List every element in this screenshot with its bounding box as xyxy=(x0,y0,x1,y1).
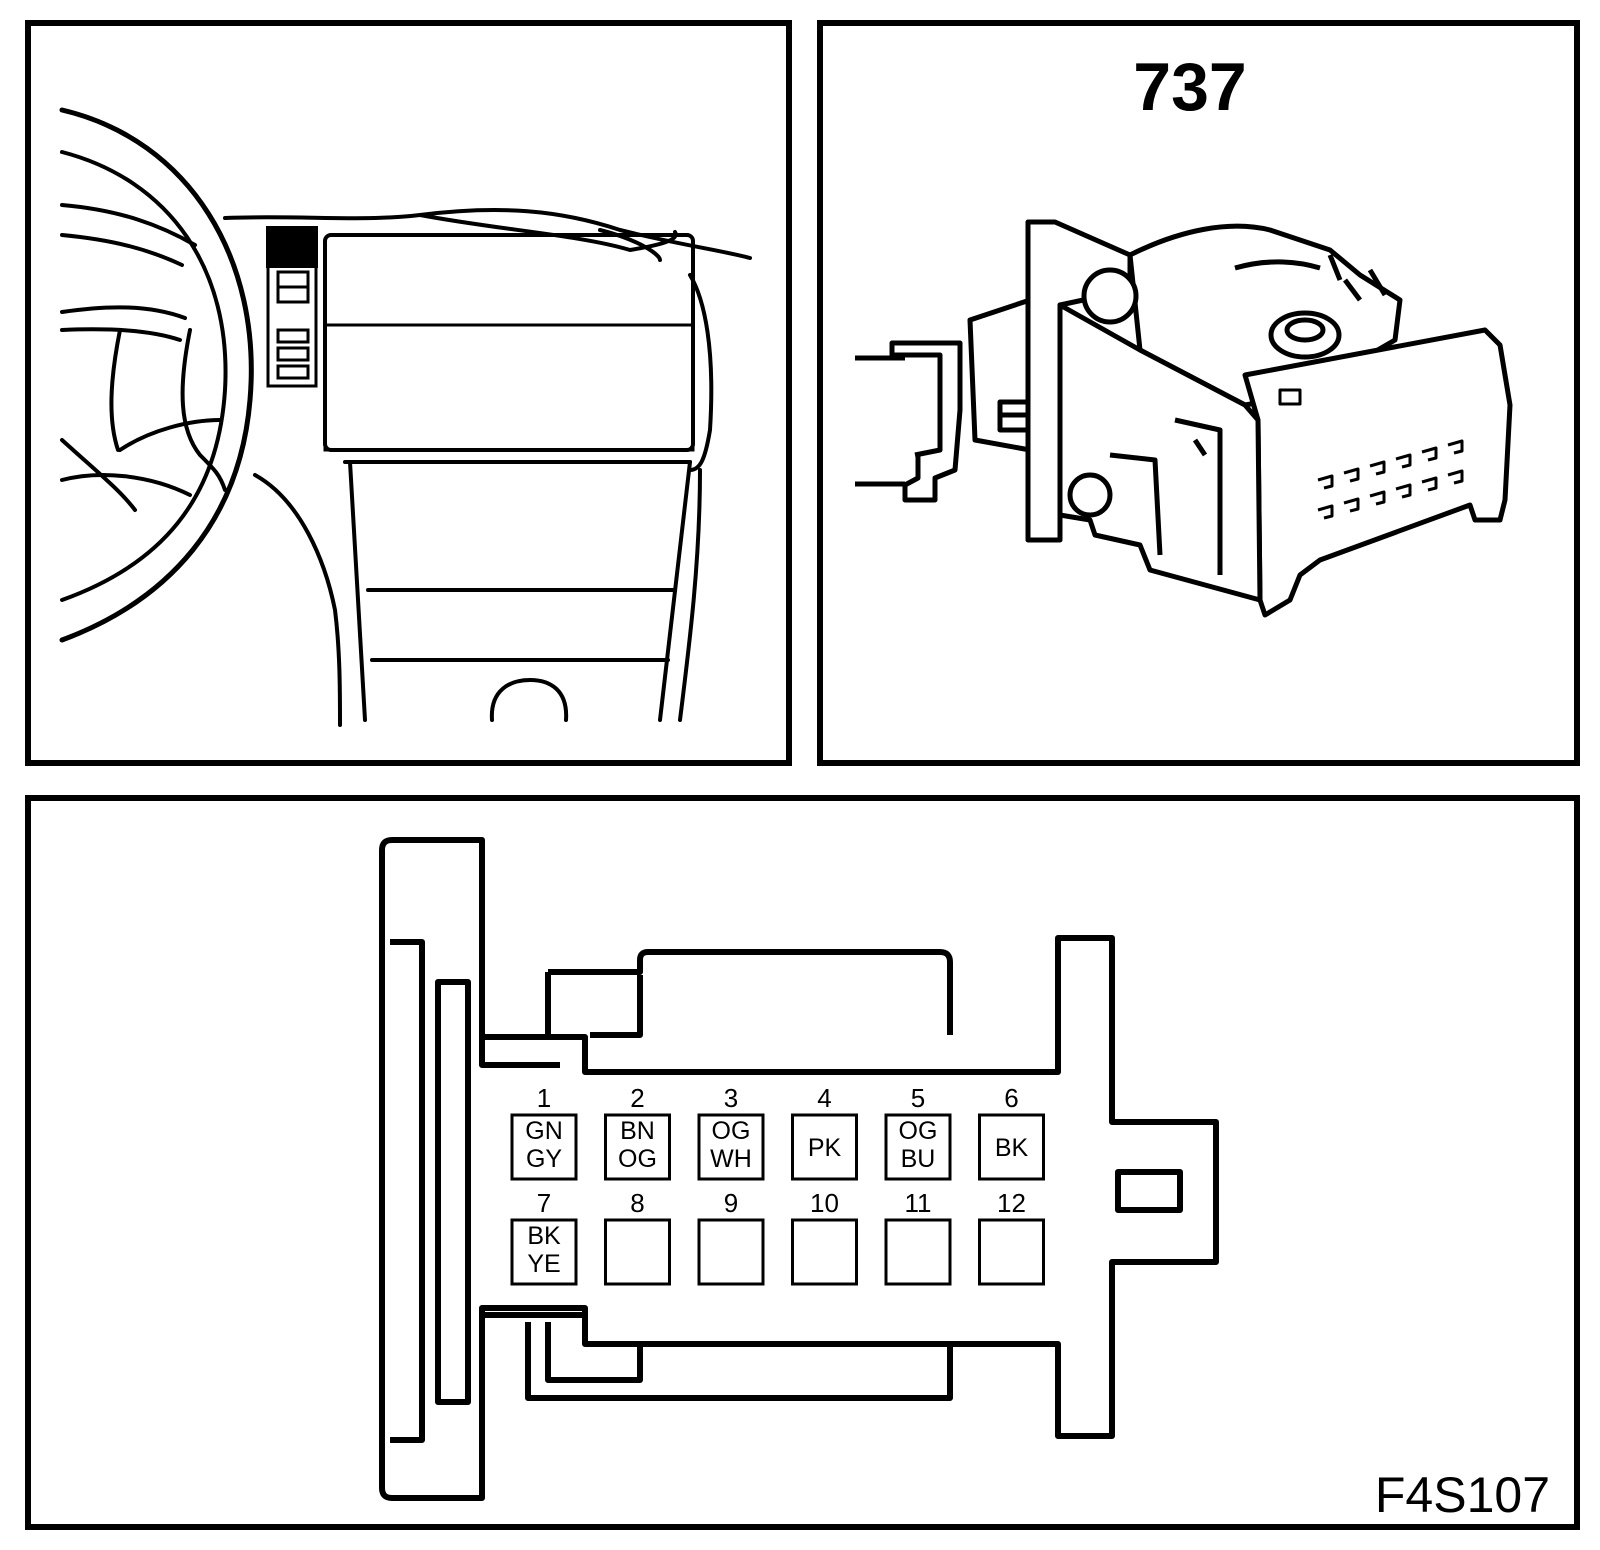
figure-code-label: F4S107 xyxy=(1375,1467,1550,1523)
pin-cavity xyxy=(697,1218,765,1286)
pin-cavity xyxy=(604,1218,671,1286)
pin-10: 10 xyxy=(791,1188,858,1286)
connector-number-label: 737 xyxy=(1133,49,1246,125)
location-panel xyxy=(25,20,792,766)
pin-number: 1 xyxy=(537,1083,551,1113)
wire-color-label: BU xyxy=(901,1145,936,1173)
wire-color-label: GN xyxy=(525,1117,563,1145)
connector-pin-cavities xyxy=(1317,439,1464,520)
pin-cavity xyxy=(884,1113,952,1181)
wire-color-label: BK xyxy=(527,1222,561,1250)
pin-number: 10 xyxy=(810,1188,839,1218)
pin-cavity xyxy=(697,1113,765,1181)
connector-illustration xyxy=(855,219,1513,618)
pin-cavity xyxy=(791,1113,858,1181)
pin-number: 6 xyxy=(1004,1083,1018,1113)
pin-number: 11 xyxy=(905,1188,932,1218)
wire-color-label: OG xyxy=(618,1145,657,1173)
pin-cavity xyxy=(510,1218,578,1286)
pin-number: 5 xyxy=(911,1083,925,1113)
wire-color-label: BN xyxy=(620,1117,655,1145)
dashboard-illustration xyxy=(59,107,752,727)
pin-number: 9 xyxy=(724,1188,738,1218)
wire-color-label: OG xyxy=(899,1117,938,1145)
pin-number: 2 xyxy=(630,1083,644,1113)
pin-number: 4 xyxy=(817,1083,831,1113)
wire-color-label: BK xyxy=(995,1134,1029,1162)
pin-number: 3 xyxy=(724,1083,738,1113)
pin-6: 6BK xyxy=(978,1083,1045,1181)
pin-cavity xyxy=(978,1113,1045,1181)
wire-color-label: OG xyxy=(712,1117,751,1145)
wire-color-label: YE xyxy=(527,1250,560,1278)
pin-cavity xyxy=(791,1218,858,1286)
pin-number: 12 xyxy=(997,1188,1026,1218)
pin-number: 7 xyxy=(537,1188,551,1218)
pin-cavity xyxy=(978,1218,1045,1286)
pin-8: 8 xyxy=(604,1188,671,1286)
wire-color-label: WH xyxy=(710,1145,752,1173)
pin-4: 4PK xyxy=(791,1083,858,1181)
wire-color-label: GY xyxy=(526,1145,562,1173)
connector-face-outline xyxy=(379,837,1219,1501)
wire-color-label: PK xyxy=(808,1134,842,1162)
pin-cavity xyxy=(510,1113,578,1181)
pin-number: 8 xyxy=(630,1188,644,1218)
pin-cavity xyxy=(604,1113,671,1181)
pin-11: 11 xyxy=(884,1188,952,1286)
pin-cavity xyxy=(884,1218,952,1286)
pin-12: 12 xyxy=(978,1188,1045,1286)
pin-9: 9 xyxy=(697,1188,765,1286)
